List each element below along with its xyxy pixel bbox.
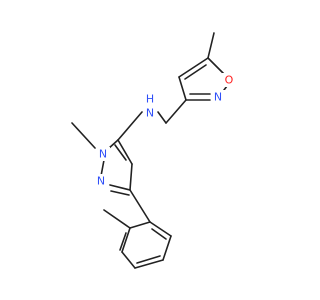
bond-ch2-nh [157,111,167,124]
bond-c3-ch2 [165,99,187,124]
bond-aryl-c6-c1 [149,221,172,237]
bond-aryl-c4-c5 [134,259,164,269]
bond-pyrazole-c3-c4 [129,163,133,191]
svg-text:O: O [225,74,234,87]
svg-text:H: H [146,93,154,106]
bond-aryl-c2-c3-double [119,232,127,251]
atom-pyrazole-n2: N [94,174,108,188]
bond-aryl-methyl [103,209,131,229]
svg-text:N: N [146,107,154,120]
bond-aryl-c6-c1-double [151,228,167,240]
atom-amine-nh: H N [143,93,157,120]
bond-aryl-c2-c3 [121,227,131,253]
bond-aryl-c4-c5-double [136,255,161,264]
bond-methyl-isoxazole-c5 [207,32,215,59]
bond-aryl-c5-c6 [162,235,172,261]
bond-pyrazole-n2-c3 [109,184,131,191]
bond-pyrazole-c3-aryl [129,189,151,223]
svg-text:N: N [99,148,107,161]
bond-isoxazole-c4-c5-double [184,64,207,80]
molecule-structure-diagram: O N H N N N [71,32,236,269]
bond-isoxazole-c3-c4 [178,76,187,101]
atom-isoxazole-o: O [222,73,236,87]
bond-pyrazole-n1-methyl [71,122,96,149]
svg-text:N: N [97,175,105,188]
bond-nh-pyrazole-c5 [117,111,143,141]
svg-text:N: N [214,91,222,104]
atom-isoxazole-n: N [211,90,225,104]
atom-pyrazole-n1: N [96,147,110,161]
bond-pyrazole-c4-c5-double [114,144,127,161]
bond-pyrazole-n1-n2 [100,159,105,177]
bond-pyrazole-c4-c5 [117,139,133,165]
bond-isoxazole-c4-c5 [178,57,209,78]
bond-pyrazole-n2-c3-double [110,190,130,196]
bond-aryl-c3-c4 [121,251,136,269]
bond-aryl-c1-c2 [129,221,151,229]
